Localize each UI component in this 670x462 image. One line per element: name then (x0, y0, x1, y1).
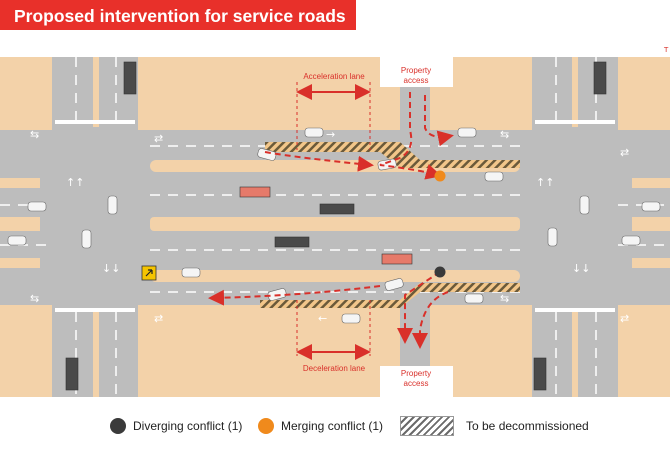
bus (239, 186, 271, 198)
decommissioned-area-bottom (260, 283, 520, 308)
diverging-dot-icon (110, 418, 126, 434)
decommissioned-area-top (265, 142, 520, 168)
median-left-b (0, 217, 40, 231)
truck (319, 203, 355, 215)
bus (381, 253, 413, 265)
svg-text:⇄: ⇄ (620, 146, 629, 159)
property-access-box-top (380, 57, 453, 87)
legend-diverging: Diverging conflict (1) (110, 418, 242, 434)
median-right-c (632, 258, 670, 268)
car (641, 201, 661, 212)
legend-merging: Merging conflict (1) (258, 418, 383, 434)
car (341, 313, 361, 324)
vehicles-large (65, 61, 607, 391)
median-right-b (632, 217, 670, 231)
svg-text:→: → (326, 128, 335, 141)
exit-path-bottom (412, 291, 449, 349)
car (27, 201, 47, 212)
car (384, 278, 404, 291)
median-left-a (0, 178, 40, 188)
diverge-path-top (424, 95, 454, 147)
vertical-median-right (572, 57, 578, 127)
svg-text:⇄: ⇄ (154, 312, 163, 325)
car (547, 227, 558, 247)
legend-decommissioned-label: To be decommissioned (466, 419, 589, 433)
truck (274, 236, 310, 248)
truck (65, 357, 79, 391)
car (621, 235, 641, 246)
legend-decommissioned: To be decommissioned (400, 416, 589, 436)
car (484, 171, 504, 182)
svg-text:⇆: ⇆ (500, 128, 509, 141)
vertical-median-right-bottom (572, 310, 578, 397)
hatch-swatch-icon (400, 416, 454, 436)
vertical-median-left (93, 57, 99, 127)
truck (593, 61, 607, 95)
truck (123, 61, 137, 95)
svg-text:←: ← (318, 312, 327, 325)
merging-conflict-dot (434, 170, 446, 182)
svg-text:⇆: ⇆ (500, 292, 509, 305)
car (257, 148, 277, 161)
svg-text:↓↓: ↓↓ (572, 262, 590, 275)
acceleration-lane-label: Acceleration lane (303, 72, 365, 81)
median-lower (150, 270, 520, 282)
title-bar: Proposed intervention for service roads (0, 0, 356, 30)
acceleration-path (264, 151, 374, 172)
car (81, 229, 92, 249)
car (464, 293, 484, 304)
merging-dot-icon (258, 418, 274, 434)
turn-arrow-markings: ⇆ ⇆ ⇄ ⇄ ⇆ ⇆ ⇄ ⇄ ↑↑ ↓↓ ↑↑ ↓↓ → ← (30, 128, 629, 325)
car (107, 195, 118, 215)
svg-text:⇄: ⇄ (620, 312, 629, 325)
svg-text:⇆: ⇆ (30, 128, 39, 141)
property-access-road-bottom (400, 300, 430, 366)
property-access-label-top: Property access (400, 66, 432, 85)
property-access-label-bottom: Property access (400, 369, 432, 388)
car (304, 127, 324, 138)
legend-diverging-label: Diverging conflict (1) (133, 419, 243, 433)
legend-merging-label: Merging conflict (1) (281, 419, 384, 433)
property-access-box-bottom (380, 366, 453, 397)
median-center (150, 217, 520, 231)
car (7, 235, 27, 246)
truck (533, 357, 547, 391)
cars (7, 127, 661, 324)
svg-text:↓↓: ↓↓ (102, 262, 120, 275)
deceleration-path (208, 285, 381, 306)
car (457, 127, 477, 138)
lane-span-indicators (296, 82, 371, 360)
svg-text:⇆: ⇆ (30, 292, 39, 305)
deceleration-lane-label: Deceleration lane (302, 364, 366, 373)
svg-text:⇄: ⇄ (154, 132, 163, 145)
median-right-a (632, 178, 670, 188)
car (181, 267, 201, 278)
svg-text:↑↑: ↑↑ (536, 176, 554, 189)
merge-path (379, 92, 442, 180)
median-left-c (0, 258, 40, 268)
vertical-median-left-bottom (93, 310, 99, 397)
edge-mark: T (663, 46, 669, 54)
car (579, 195, 590, 215)
diverging-conflict-dot (434, 266, 446, 278)
page-title: Proposed intervention for service roads (14, 6, 346, 26)
crosswalks (55, 120, 615, 312)
svg-text:↑↑: ↑↑ (66, 176, 84, 189)
legend: Diverging conflict (1) Merging conflict … (0, 412, 670, 442)
